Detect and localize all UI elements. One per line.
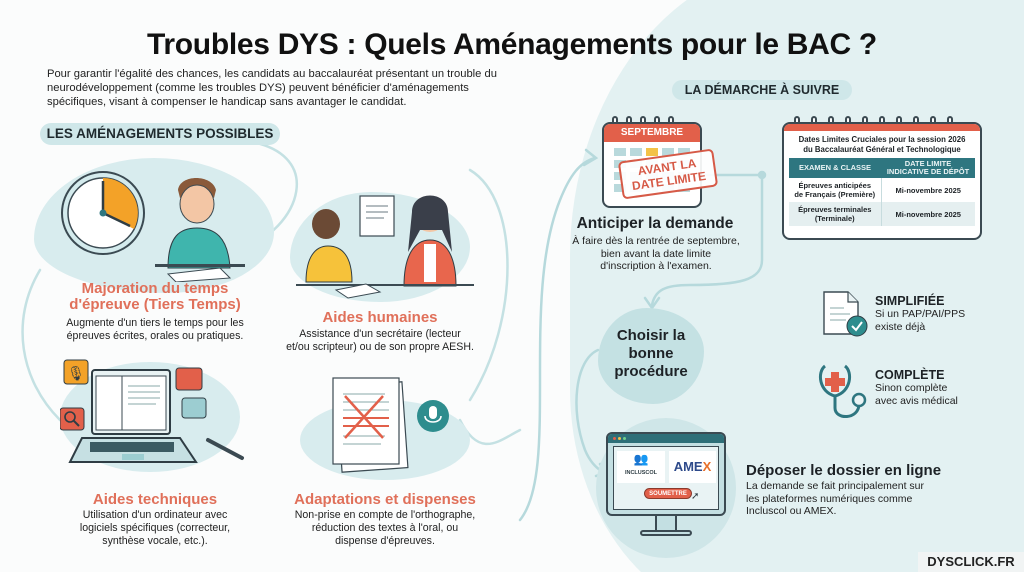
choose-procedure-label: Choisir la bonne procédure xyxy=(598,327,704,381)
card-title-tiers-temps: Majoration du temps d'épreuve (Tiers Tem… xyxy=(30,281,280,313)
table-cell-exam: Épreuves anticipées de Français (Premièr… xyxy=(789,178,882,202)
cell-line: Épreuves terminales xyxy=(798,205,872,214)
choose-procedure-blob xyxy=(598,308,704,404)
cell-line: de Français (Première) xyxy=(794,190,876,199)
cell-line: Épreuves anticipées xyxy=(798,181,872,190)
procedure-desc-line: avec avis médical xyxy=(875,394,958,407)
clock-icon xyxy=(61,171,145,255)
card-title-line: Majoration du temps xyxy=(81,280,229,297)
document-check-icon xyxy=(823,291,868,337)
deadline-table: EXAMEN & CLASSE DATE LIMITE INDICATIVE D… xyxy=(789,158,975,226)
section-heading-amenagements: LES AMÉNAGEMENTS POSSIBLES xyxy=(40,123,280,145)
step-desc-line: Incluscol ou AMEX. xyxy=(746,505,837,517)
step-desc-line: La demande se fait principalement sur xyxy=(746,480,925,492)
step-desc-deposer: La demande se fait principalement sur le… xyxy=(746,480,1006,518)
card-desc-line: réduction des textes à l'oral, ou xyxy=(311,522,459,534)
card-title-line: d'épreuve (Tiers Temps) xyxy=(69,296,241,313)
procedure-desc-line: Si un PAP/PAI/PPS xyxy=(875,308,966,320)
procedure-simplifiee: SIMPLIFIÉE Si un PAP/PAI/PPS existe déjà xyxy=(875,294,995,333)
card-desc-aides-techniques: Utilisation d'un ordinateur avec logicie… xyxy=(30,509,280,548)
submit-button[interactable]: SOUMETTRE xyxy=(644,488,692,499)
card-desc-aides-humaines: Assistance d'un secrétaire (lecteur et/o… xyxy=(280,328,480,354)
card-desc-line: Non-prise en compte de l'orthographe, xyxy=(294,509,476,521)
brand-watermark: DYSCLICK.FR xyxy=(918,552,1024,572)
table-header-date: DATE LIMITE INDICATIVE DE DÉPÔT xyxy=(881,158,975,178)
deadline-table-card: Dates Limites Cruciales pour la session … xyxy=(782,122,982,240)
card-desc-tiers-temps: Augmente d'un tiers le temps pour les ép… xyxy=(30,317,280,343)
monitor-icon: 👥 INCLUSCOL AMEX SOUMETTRE ➚ xyxy=(606,432,726,516)
amex-label: AME xyxy=(673,459,703,474)
cell-line: (Terminale) xyxy=(814,214,855,223)
table-card-header-bar xyxy=(784,124,980,131)
table-cell-date: Mi-novembre 2025 xyxy=(881,202,975,226)
procedure-title: SIMPLIFIÉE xyxy=(875,294,945,308)
table-calendar-rings xyxy=(794,116,953,127)
cursor-icon: ➚ xyxy=(691,491,700,502)
incluscol-label: INCLUSCOL xyxy=(624,470,658,476)
card-title-aides-humaines: Aides humaines xyxy=(322,309,438,326)
amex-label-x: X xyxy=(702,459,712,474)
table-cell-date: Mi-novembre 2025 xyxy=(895,185,961,195)
procedure-desc-line: Sinon complète xyxy=(875,382,948,394)
monitor-neck xyxy=(655,516,677,532)
step-title-anticiper: Anticiper la demande xyxy=(576,215,734,232)
card-desc-line: Utilisation d'un ordinateur avec xyxy=(82,509,228,521)
choose-line: procédure xyxy=(614,363,688,380)
student-writing-icon xyxy=(155,178,245,282)
step-desc-line: bien avant la date limite xyxy=(600,247,712,260)
assistant-icon xyxy=(296,195,474,299)
table-cell-exam: Épreuves terminales (Terminale) xyxy=(789,202,882,226)
step-title-deposer: Déposer le dossier en ligne xyxy=(746,462,942,479)
table-row: Épreuves anticipées de Français (Premièr… xyxy=(789,178,975,202)
step-desc-anticiper: À faire dès la rentrée de septembre, bie… xyxy=(556,235,756,273)
step-desc-line: les plateformes numériques comme xyxy=(746,492,913,505)
incluscol-logo: 👥 INCLUSCOL xyxy=(617,451,665,483)
caption-line: Dates Limites Cruciales pour la session … xyxy=(798,135,966,144)
step-desc-line: d'inscription à l'examen. xyxy=(600,260,712,272)
svg-text:🎙: 🎙 xyxy=(67,365,85,381)
monitor-screen: 👥 INCLUSCOL AMEX SOUMETTRE ➚ xyxy=(613,446,719,510)
laptop-icon: 🎙 xyxy=(60,359,244,463)
card-desc-line: Augmente d'un tiers le temps pour les xyxy=(66,317,244,329)
amex-logo: AMEX xyxy=(669,451,716,483)
card-desc-line: logiciels spécifiques (correcteur, xyxy=(79,522,231,534)
monitor-titlebar xyxy=(608,434,724,443)
card-title-aides-techniques: Aides techniques xyxy=(92,491,218,508)
table-header-exam: EXAMEN & CLASSE xyxy=(789,158,881,178)
card-desc-adaptations: Non-prise en compte de l'orthographe, ré… xyxy=(270,509,500,548)
procedure-complete: COMPLÈTE Sinon complète avec avis médica… xyxy=(875,368,995,407)
deadline-table-caption: Dates Limites Cruciales pour la session … xyxy=(784,131,980,158)
procedure-desc-line: existe déjà xyxy=(875,320,926,333)
card-desc-line: dispense d'épreuves. xyxy=(335,535,435,547)
stethoscope-icon xyxy=(818,364,867,418)
calendar-month: SEPTEMBRE xyxy=(604,124,700,142)
procedure-title: COMPLÈTE xyxy=(875,368,945,382)
step-desc-line: À faire dès la rentrée de septembre, xyxy=(572,235,740,247)
caption-line: du Baccalauréat Général et Technologique xyxy=(803,145,961,154)
card-desc-line: épreuves écrites, orales ou pratiques. xyxy=(66,330,244,342)
monitor-base xyxy=(640,530,692,536)
card-desc-line: synthèse vocale, etc.). xyxy=(102,535,208,547)
card-desc-line: et/ou scripteur) ou de son propre AESH. xyxy=(286,341,474,353)
calendar-rings xyxy=(612,116,674,127)
choose-line: Choisir la xyxy=(616,327,686,344)
table-row: Épreuves terminales (Terminale) Mi-novem… xyxy=(789,202,975,226)
section-heading-demarche: LA DÉMARCHE À SUIVRE xyxy=(672,80,852,100)
people-icon: 👥 xyxy=(633,452,649,466)
document-crossed-icon xyxy=(332,377,449,473)
choose-line: bonne xyxy=(628,345,674,362)
page-title: Troubles DYS : Quels Aménagements pour l… xyxy=(147,28,877,61)
card-title-adaptations: Adaptations et dispenses xyxy=(294,491,476,508)
card-desc-line: Assistance d'un secrétaire (lecteur xyxy=(299,328,461,340)
intro-text: Pour garantir l'égalité des chances, les… xyxy=(47,68,497,108)
